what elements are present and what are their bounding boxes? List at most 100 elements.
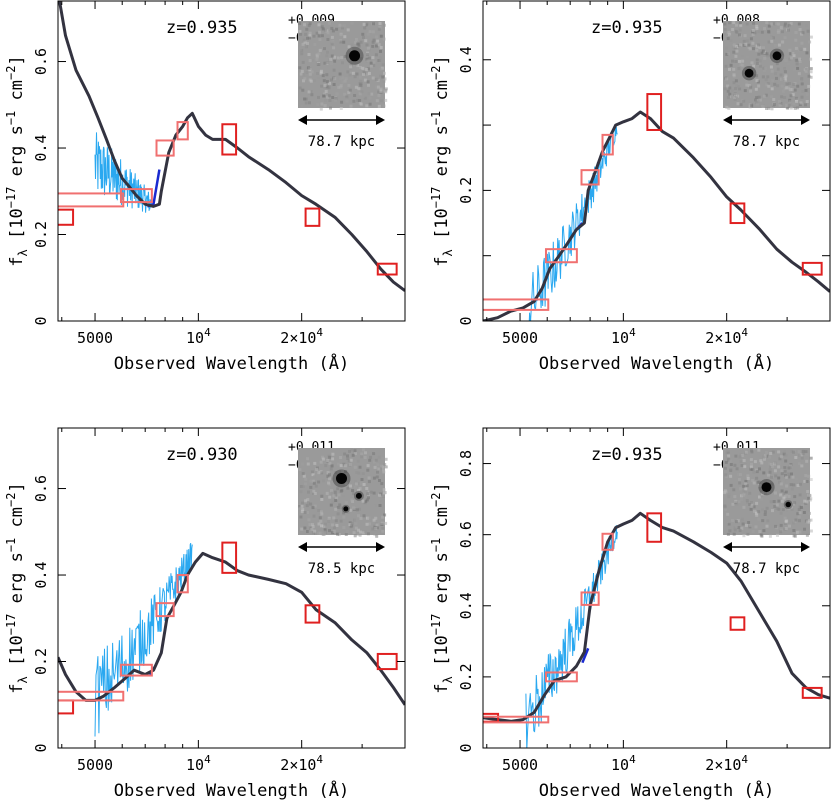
- stamp-noise: [358, 92, 362, 96]
- stamp-noise: [321, 27, 325, 31]
- stamp-noise: [328, 477, 332, 481]
- stamp-noise: [320, 512, 324, 516]
- stamp-noise: [805, 480, 809, 483]
- stamp-noise: [360, 90, 364, 94]
- stamp-noise: [328, 99, 332, 102]
- photometry-point: [221, 541, 238, 574]
- stamp-noise: [378, 56, 382, 60]
- stamp-noise: [301, 462, 304, 466]
- y-axis-label: fλ [10−17 erg s−1 cm−2]: [4, 55, 30, 266]
- stamp-noise: [773, 469, 777, 473]
- stamp-source: [355, 492, 362, 499]
- stamp-noise: [735, 83, 739, 87]
- stamp-noise: [324, 28, 328, 32]
- stamp-noise: [760, 461, 764, 465]
- stamp-noise: [300, 52, 304, 56]
- stamp-noise: [808, 494, 812, 498]
- stamp-noise: [770, 39, 774, 43]
- stamp-noise: [793, 520, 797, 524]
- stamp-noise: [302, 73, 306, 77]
- stamp-noise: [301, 88, 305, 92]
- stamp-noise: [762, 529, 766, 533]
- y-axis-label-part: [10: [432, 208, 452, 249]
- stamp-noise: [764, 451, 768, 455]
- stamp-noise: [780, 495, 784, 499]
- stamp-noise: [306, 498, 310, 501]
- y-tick-label: 0.6: [32, 475, 50, 502]
- stamp-noise: [304, 477, 308, 481]
- redshift-value: 0.935: [611, 18, 662, 38]
- stamp-noise: [306, 462, 310, 466]
- stamp-noise: [788, 25, 792, 29]
- stamp-noise: [755, 58, 759, 62]
- stamp-noise: [734, 79, 738, 83]
- stamp-noise: [306, 510, 310, 514]
- stamp-noise: [329, 57, 333, 61]
- stamp-noise: [342, 511, 346, 515]
- stamp-noise: [330, 42, 334, 46]
- stamp-background: [723, 21, 810, 108]
- stamp-noise: [756, 43, 760, 47]
- stamp-noise: [359, 530, 362, 534]
- stamp-noise: [353, 485, 357, 489]
- stamp-noise: [377, 455, 381, 459]
- stamp-noise: [372, 518, 376, 522]
- stamp-noise: [359, 84, 363, 88]
- stamp-noise: [775, 62, 779, 66]
- stamp-noise: [325, 73, 329, 77]
- stamp-noise: [364, 451, 367, 455]
- stamp-noise: [745, 22, 749, 26]
- stamp-noise: [366, 52, 370, 56]
- stamp-noise: [318, 38, 322, 42]
- stamp-noise: [348, 88, 352, 92]
- stamp-noise: [779, 523, 783, 527]
- stamp-noise: [750, 448, 753, 452]
- stamp-noise: [367, 516, 371, 520]
- stamp-noise: [343, 92, 347, 96]
- stamp-noise: [300, 504, 304, 508]
- stamp-noise: [359, 516, 363, 520]
- stamp-noise: [365, 57, 369, 61]
- stamp-noise: [366, 80, 370, 84]
- stamp-noise: [786, 62, 790, 66]
- stamp-noise: [360, 478, 364, 481]
- stamp-noise: [332, 46, 336, 50]
- y-axis-label-part: ]: [432, 55, 452, 65]
- stamp-noise: [305, 496, 309, 500]
- stamp-noise: [750, 502, 754, 506]
- stamp-noise: [806, 490, 810, 493]
- stamp-noise: [809, 57, 813, 61]
- stamp-noise: [347, 83, 351, 87]
- stamp-noise: [742, 490, 746, 494]
- stamp-noise: [315, 31, 319, 35]
- stamp-noise: [356, 532, 360, 536]
- stamp-noise: [382, 79, 386, 83]
- stamp-noise: [315, 468, 319, 471]
- stamp-noise: [727, 454, 731, 458]
- stamp-noise: [741, 522, 745, 526]
- stamp-noise: [796, 512, 800, 516]
- stamp-noise: [789, 52, 793, 56]
- stamp-noise: [783, 24, 787, 28]
- stamp-noise: [373, 465, 377, 469]
- stamp-noise: [368, 30, 372, 34]
- stamp-noise: [770, 22, 774, 26]
- stamp-noise: [801, 90, 805, 94]
- stamp-noise: [762, 471, 766, 475]
- y-axis-label-part: −17: [4, 187, 18, 209]
- stamp-noise: [749, 465, 753, 469]
- stamp-noise: [304, 101, 308, 105]
- stamp-noise: [315, 57, 319, 61]
- stamp-noise: [334, 499, 338, 502]
- stamp-noise: [309, 90, 313, 94]
- stamp-noise: [774, 524, 778, 528]
- stamp-noise: [358, 99, 362, 102]
- stamp-noise: [745, 499, 749, 503]
- stamp-noise: [784, 59, 788, 63]
- stamp-noise: [750, 462, 753, 466]
- stamp-noise: [378, 504, 382, 507]
- stamp-noise: [369, 486, 373, 490]
- stamp-noise: [777, 43, 781, 47]
- y-axis-label-part: −17: [429, 187, 443, 209]
- stamp-noise: [768, 467, 772, 471]
